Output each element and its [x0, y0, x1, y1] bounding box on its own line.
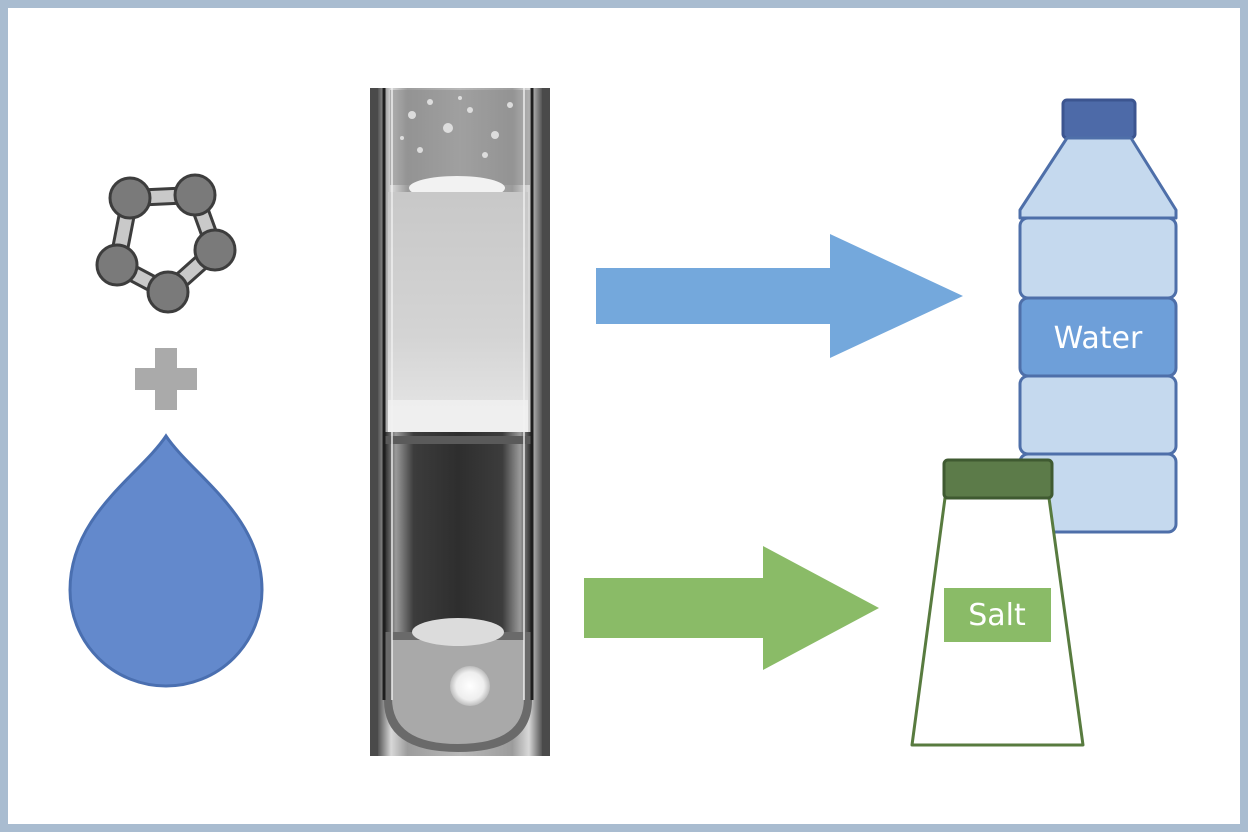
water-drop-icon: [68, 433, 264, 688]
test-tube-photo: [370, 88, 550, 756]
salt-label: [944, 588, 1051, 642]
arrow-right-icon-top: [596, 234, 963, 358]
plus-icon: [135, 348, 197, 410]
water-bottle-icon: Water: [1018, 98, 1178, 534]
water-label-text: Water: [1054, 321, 1143, 356]
salt-shaker-icon: Salt: [910, 458, 1085, 747]
salt-label-text: Salt: [968, 598, 1026, 633]
arrow-right-icon-bottom: [584, 546, 879, 670]
ring-molecule-icon: [95, 173, 237, 314]
salt-cap: [942, 458, 1054, 500]
